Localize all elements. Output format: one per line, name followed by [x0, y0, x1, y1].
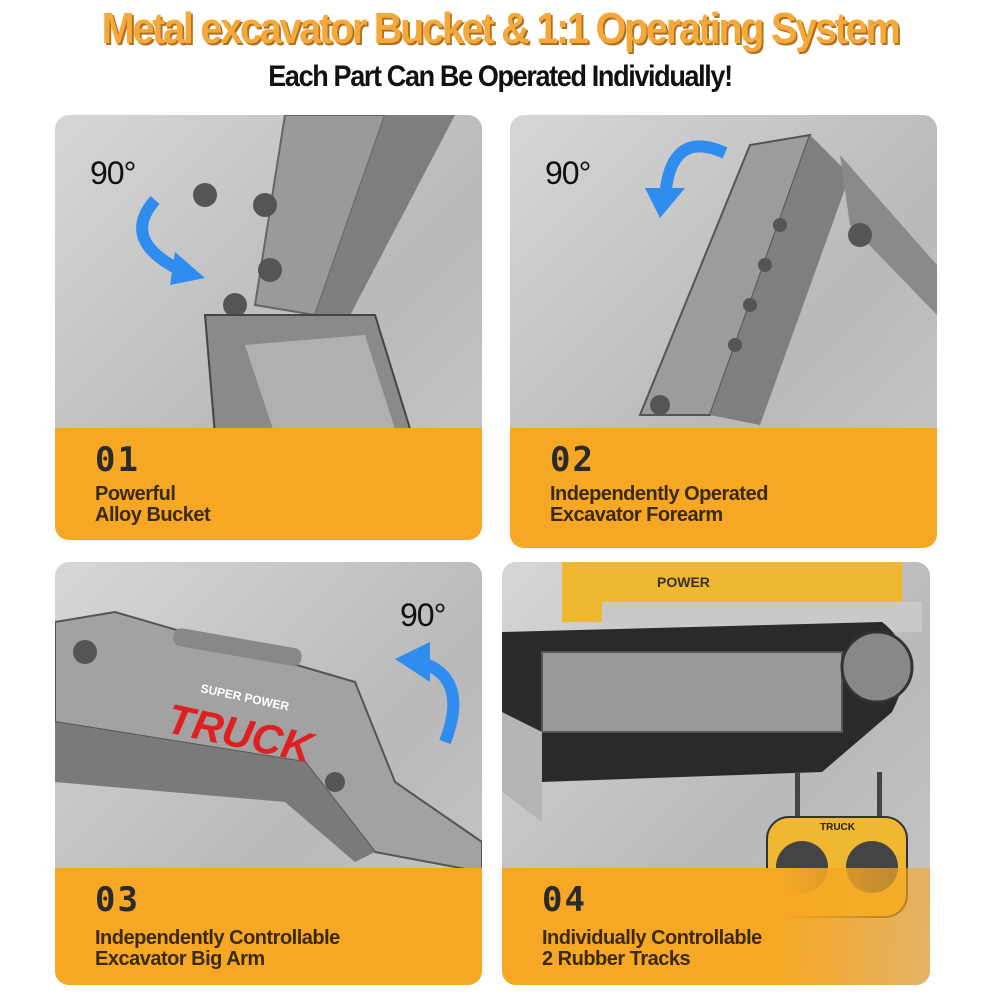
curved-arrow-down-left-icon — [645, 140, 728, 218]
caption-line-2: Excavator Forearm — [550, 504, 723, 526]
rotation-label: 90° — [400, 597, 446, 633]
page-title: Metal excavator Bucket & 1:1 Operating S… — [101, 4, 901, 53]
feature-panel-bucket: 90° 01 Powerful Alloy Bucket — [55, 115, 482, 540]
caption-line-2: 2 Rubber Tracks — [542, 948, 691, 970]
curved-arrow-down-right-icon — [136, 196, 205, 285]
caption-line-1: Independently Operated — [550, 483, 768, 505]
feature-number: 03 — [95, 880, 140, 920]
caption-band: 03 Independently Controllable Excavator … — [55, 868, 482, 985]
feature-number: 02 — [550, 440, 595, 480]
caption-band: 01 Powerful Alloy Bucket — [55, 428, 482, 540]
feature-caption: Independently Operated Excavator Forearm — [550, 484, 768, 526]
forearm-illustration — [638, 133, 937, 425]
caption-line-1: Powerful — [95, 483, 176, 505]
caption-line-2: Alloy Bucket — [95, 504, 211, 526]
feature-caption: Individually Controllable 2 Rubber Track… — [542, 928, 762, 970]
caption-line-1: Independently Controllable — [95, 927, 340, 949]
remote-label: TRUCK — [820, 822, 856, 833]
curved-arrow-up-left-icon — [395, 642, 460, 745]
feature-number: 01 — [95, 440, 140, 480]
page-subtitle: Each Part Can Be Operated Individually! — [268, 60, 733, 93]
feature-panel-tracks: POWER TRUCK 04 Individually Controllable… — [502, 562, 930, 985]
caption-line-1: Individually Controllable — [542, 927, 762, 949]
feature-caption: Independently Controllable Excavator Big… — [95, 928, 340, 970]
feature-number: 04 — [542, 880, 587, 920]
caption-band: 04 Individually Controllable 2 Rubber Tr… — [502, 868, 930, 985]
feature-caption: Powerful Alloy Bucket — [95, 483, 211, 526]
body-label: POWER — [657, 574, 710, 590]
feature-panel-big-arm: SUPER POWER TRUCK 90° 03 Independently C… — [55, 562, 482, 985]
feature-panel-forearm: 90° 02 Independently Operated Excavator … — [510, 115, 937, 548]
caption-line-2: Excavator Big Arm — [95, 948, 265, 970]
big-arm-illustration: SUPER POWER TRUCK — [55, 610, 482, 874]
tracks-illustration: POWER — [502, 562, 922, 822]
caption-band: 02 Independently Operated Excavator Fore… — [510, 428, 937, 548]
rotation-label: 90° — [545, 155, 591, 191]
rotation-label: 90° — [90, 155, 136, 191]
